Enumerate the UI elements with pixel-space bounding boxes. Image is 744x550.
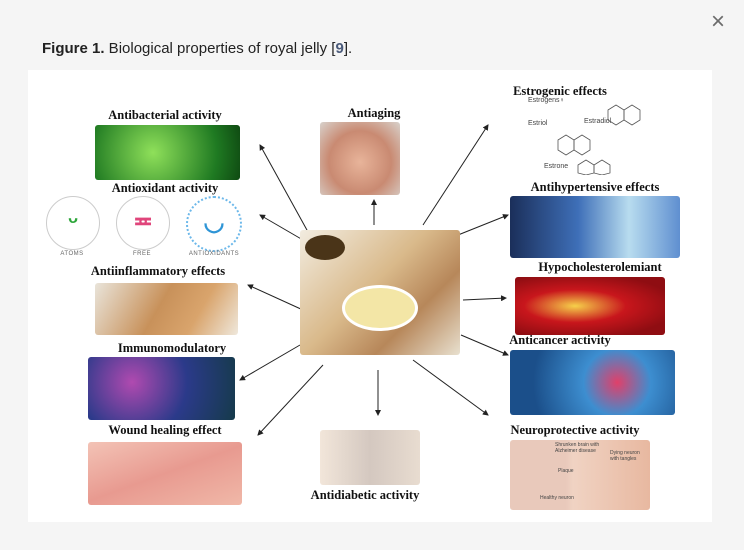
estrone-label: Estrone xyxy=(544,163,569,170)
neuro-label-healthy: Healthy neuron xyxy=(540,495,574,501)
label-antihypertensive: Antihypertensive effects xyxy=(530,180,660,194)
caption-suffix: ]. xyxy=(343,40,353,57)
figure-caption: Figure 1. Biological properties of royal… xyxy=(42,40,352,57)
bee-icon xyxy=(305,235,345,260)
jelly-bowl xyxy=(342,285,418,331)
neuro-label-plaque: Plaque xyxy=(558,468,574,474)
label-wound-healing: Wound healing effect xyxy=(108,423,222,437)
cancer-cell-image xyxy=(510,350,675,415)
free-radical-face-icon: ≖ xyxy=(116,196,170,250)
blood-pressure-image xyxy=(510,196,680,258)
label-immunomodulatory: Immunomodulatory xyxy=(117,341,227,355)
artery-image xyxy=(515,277,665,335)
estrogens-label: Estrogens♀ xyxy=(528,97,565,104)
figure-number: Figure 1. xyxy=(42,40,105,57)
label-anticancer: Anticancer activity xyxy=(509,333,611,347)
close-icon[interactable]: × xyxy=(710,8,725,35)
aging-face-image xyxy=(320,122,400,195)
antioxidant-face-icon: ◡ xyxy=(186,196,242,252)
label-antiinflammatory: Antiinflammatory effects xyxy=(90,264,226,278)
neuro-label-brain: Shrunken brain with Alzheimer disease xyxy=(555,442,600,454)
bacteria-image xyxy=(95,125,240,180)
label-antiaging: Antiaging xyxy=(347,106,401,120)
label-antioxidant: Antioxidant activity xyxy=(111,181,219,195)
label-estrogenic: Estrogenic effects xyxy=(513,84,607,98)
caption-antioxidants: ANTIOXIDANTS xyxy=(188,251,240,257)
estradiol-label: Estradiol xyxy=(584,118,612,125)
glucose-meter-image xyxy=(320,430,420,485)
caption-free: FREE xyxy=(132,251,152,257)
steroid-structures xyxy=(557,104,641,175)
estriol-label: Estriol xyxy=(528,120,548,127)
label-antidiabetic: Antidiabetic activity xyxy=(310,488,420,502)
wound-image xyxy=(88,442,242,505)
alzheimer-image: Shrunken brain with Alzheimer disease Dy… xyxy=(510,440,650,510)
atom-face-icon: ᵕ xyxy=(46,196,100,250)
caption-text: Biological properties of royal jelly [ xyxy=(104,40,336,57)
figure-image: Antibacterial activity Antioxidant activ… xyxy=(28,70,712,522)
hand-image xyxy=(95,283,238,335)
immune-cells-image xyxy=(88,357,235,420)
arrows xyxy=(239,124,509,436)
neuro-label-dying: Dying neuron with tangles xyxy=(610,450,640,462)
royal-jelly-image xyxy=(300,230,460,355)
label-hypocholesterolemiant: Hypocholesterolemiant xyxy=(538,260,662,274)
label-antibacterial: Antibacterial activity xyxy=(108,108,222,122)
reference-link[interactable]: 9 xyxy=(335,40,344,57)
caption-atoms: ATOMS xyxy=(60,251,84,257)
label-neuroprotective: Neuroprotective activity xyxy=(510,423,640,437)
